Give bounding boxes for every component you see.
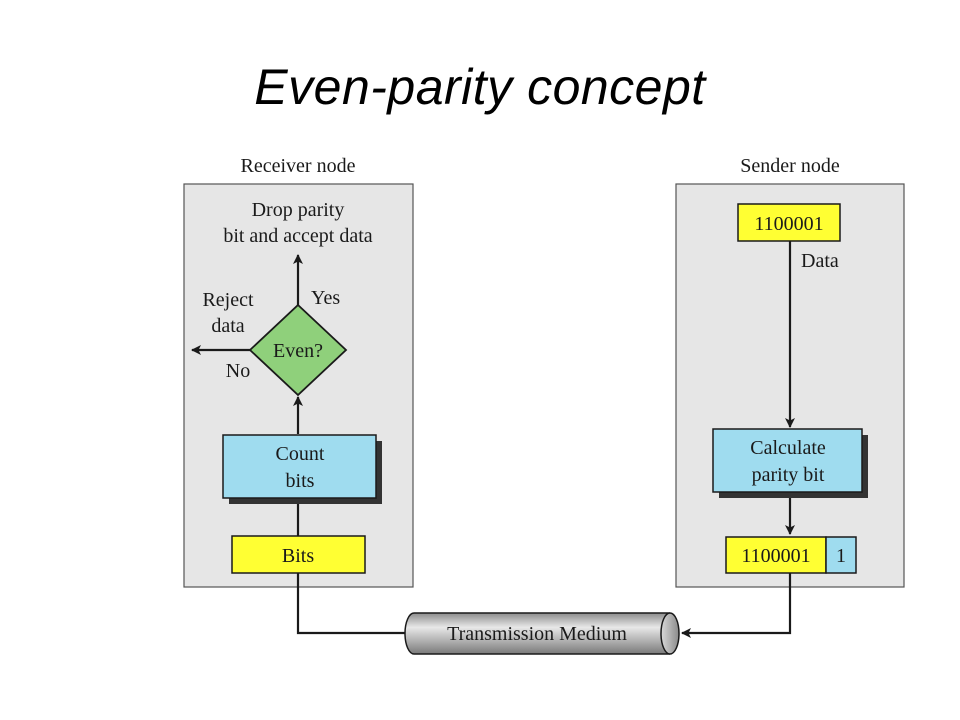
sender-node-heading: Sender node: [740, 155, 840, 177]
frame-parity-box: [825, 536, 857, 574]
transmission-medium-cylinder: [404, 612, 680, 655]
even-decision-diamond: [248, 303, 348, 397]
yes-label: Yes: [311, 287, 340, 309]
count-bits-box: [222, 434, 377, 499]
frame-data-box: [725, 536, 827, 574]
even-decision-label: Even?: [273, 340, 323, 362]
count-bits-line2: bits: [286, 470, 315, 492]
sender-to-medium-arrow: [681, 573, 792, 638]
sender-data-box: [737, 203, 841, 242]
receiver-node-heading: Receiver node: [241, 155, 356, 177]
frame-parity-value: 1: [836, 545, 846, 567]
calc-parity-box: [712, 428, 863, 493]
bits-label: Bits: [282, 545, 314, 567]
sender-data-label: Data: [801, 250, 839, 272]
drop-parity-line2: bit and accept data: [223, 225, 372, 247]
bits-box: [231, 535, 366, 574]
no-label: No: [226, 360, 250, 382]
calc-parity-line1: Calculate: [750, 437, 826, 459]
drop-parity-line1: Drop parity: [252, 199, 345, 221]
reject-data-line2: data: [211, 315, 244, 337]
transmission-medium-label: Transmission Medium: [447, 623, 627, 645]
slide-title: Even-parity concept: [254, 59, 706, 115]
reject-data-line1: Reject: [202, 289, 254, 311]
calc-parity-line2: parity bit: [752, 464, 825, 486]
frame-data-value: 1100001: [741, 545, 810, 567]
sender-data-value: 1100001: [754, 213, 823, 235]
medium-to-receiver-line: [296, 573, 407, 635]
count-bits-line1: Count: [276, 443, 325, 465]
